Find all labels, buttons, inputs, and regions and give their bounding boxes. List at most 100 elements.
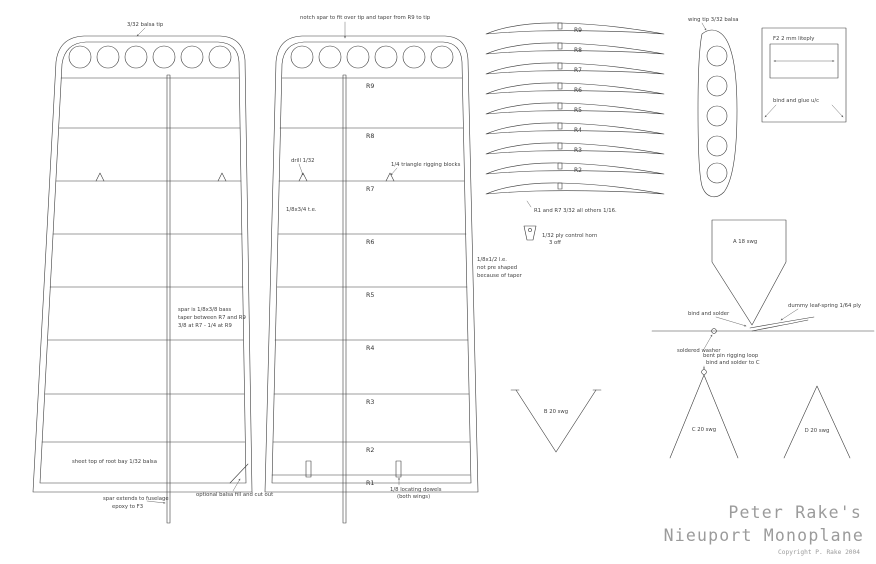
rib-label: R8: [366, 133, 374, 140]
rigging-block-mark: [217, 172, 227, 182]
tip-lightening-hole: [706, 45, 728, 67]
horn-hole: [528, 228, 532, 232]
label-wire-a: A 18 swg: [733, 239, 757, 245]
title-block: Peter Rake's Nieuport Monoplane Copyrigh…: [664, 503, 864, 556]
note-dowels: (both wings): [397, 494, 430, 500]
leader-line: [146, 500, 166, 504]
leader-line: [715, 316, 747, 327]
tip-lightening-hole: [402, 45, 426, 69]
tip-lightening-hole: [706, 135, 728, 157]
rib-stack: R9 R8 R7 R6 R5 R4 R3 R2 R1 and R7 3/32 a…: [485, 22, 665, 214]
control-horn-shape: [523, 225, 537, 241]
leader-line: [780, 308, 799, 321]
wing-outline-outer: [32, 35, 253, 493]
wire-d: D 20 swg: [783, 385, 851, 459]
right-wing-panel: R9 R8 R7 R6 R5 R4 R3 R2 R1 notch spar to…: [264, 15, 523, 524]
rib-label: R5: [366, 292, 374, 299]
plan-copyright: Copyright P. Rake 2004: [778, 549, 860, 556]
note-bind-solder: bind and solder: [688, 311, 730, 317]
tip-lightening-hole: [124, 45, 148, 69]
plan-title: Nieuport Monoplane: [664, 526, 864, 545]
tip-lightening-hole: [96, 45, 120, 69]
wing-outline-inner: [271, 41, 472, 484]
leader-line: [526, 200, 532, 208]
leader-line: [298, 163, 304, 176]
tip-lightening-hole: [706, 75, 728, 97]
leader-line: [232, 478, 241, 492]
note-spar-spec: spar is 1/8x3/8 bass: [178, 307, 231, 313]
rigging-loop: [701, 369, 707, 375]
wire-c-shape: [669, 374, 739, 459]
stack-rib-label: R8: [574, 47, 582, 54]
f2-slot: [769, 43, 839, 79]
rib-profile: [485, 102, 665, 115]
wing-outline-outer: [264, 35, 479, 493]
leader-line: [701, 22, 707, 31]
note-drill: drill 1/32: [291, 158, 315, 164]
rigging-block-mark: [95, 172, 105, 182]
washer: [711, 328, 717, 334]
wingtip-template: wing tip 3/32 balsa: [688, 17, 738, 198]
root-cutout-line: [229, 463, 249, 484]
leader-line: [390, 167, 398, 176]
rib-label: R2: [366, 447, 374, 454]
leader-line: [703, 334, 713, 350]
rigging-block-mark: [385, 172, 395, 182]
former-f2-detail: F2 2 mm liteply bind and glue u/c: [761, 27, 847, 123]
tip-lightening-hole: [208, 45, 232, 69]
note-spar-spec: 3/8 at R7 - 1/4 at R9: [178, 323, 232, 329]
wing-outline-inner: [39, 41, 247, 484]
f2-outer: [761, 27, 847, 123]
note-leaf-spring: dummy leaf-spring 1/64 ply: [788, 303, 861, 309]
label-wire-b: B 20 swg: [544, 409, 568, 415]
control-horn-detail: 1/32 ply control horn 3 off: [523, 225, 597, 246]
stack-rib-label: R3: [574, 147, 582, 154]
note-control-horn: 3 off: [549, 240, 561, 246]
label-wire-c: C 20 swg: [692, 427, 716, 433]
note-rib-thickness: R1 and R7 3/32 all others 1/16.: [534, 208, 617, 214]
main-spar: [342, 74, 347, 524]
rib-profile: [485, 142, 665, 155]
stack-rib-label: R6: [574, 87, 582, 94]
tip-lightening-hole: [430, 45, 454, 69]
tip-lightening-hole: [706, 105, 728, 127]
note-leading-edge: because of taper: [477, 273, 523, 279]
leader-line: [831, 104, 844, 118]
rigging-block-mark: [298, 172, 308, 182]
stack-rib-label: R9: [574, 27, 582, 34]
locating-dowel: [395, 460, 402, 478]
tip-lightening-hole: [706, 162, 728, 184]
stack-rib-label: R2: [574, 167, 582, 174]
rib-label: R6: [366, 239, 374, 246]
note-balsa-tip: 3/32 balsa tip: [127, 22, 164, 28]
note-rigging-loop: bind and solder to C: [706, 360, 760, 366]
note-f2: F2 2 mm liteply: [773, 36, 814, 42]
note-spar-extends: spar extends to fuselage: [103, 496, 169, 502]
uc-wire-a: A 18 swg bind and solder dummy leaf-spri…: [651, 219, 875, 354]
rib-label: R9: [366, 83, 374, 90]
wire-b-shape: [515, 389, 597, 453]
note-spar-spec: taper between R7 and R9: [178, 315, 246, 321]
leader-line: [136, 27, 146, 37]
locating-dowel: [305, 460, 312, 478]
note-optional-cutout: optional balsa fill and cut out: [196, 492, 273, 498]
rib-profile: [485, 162, 665, 175]
stack-rib-label: R4: [574, 127, 582, 134]
rib-profile: [485, 62, 665, 75]
note-notch-spar: notch spar to fit over tip and taper fro…: [300, 15, 431, 21]
left-wing-panel: 3/32 balsa tip spar is 1/8x3/8 bass tape…: [32, 22, 273, 524]
tip-lightening-hole: [374, 45, 398, 69]
note-leading-edge: 1/8x1/2 l.e.: [477, 257, 507, 263]
rib-profile: [485, 182, 665, 195]
note-rigging-loop: bent pin rigging loop: [703, 353, 759, 359]
note-control-horn: 1/32 ply control horn: [542, 233, 597, 239]
wire-c: C 20 swg bent pin rigging loop bind and …: [669, 353, 760, 459]
note-washer: soldered washer: [677, 348, 721, 354]
note-rigging-blocks: 1/4 triangle rigging blocks: [391, 162, 461, 168]
rib-profile: [485, 22, 665, 35]
wire-b: B 20 swg: [510, 389, 602, 453]
rib-label: R3: [366, 399, 374, 406]
leaf-spring: [751, 319, 809, 332]
stack-rib-label: R5: [574, 107, 582, 114]
